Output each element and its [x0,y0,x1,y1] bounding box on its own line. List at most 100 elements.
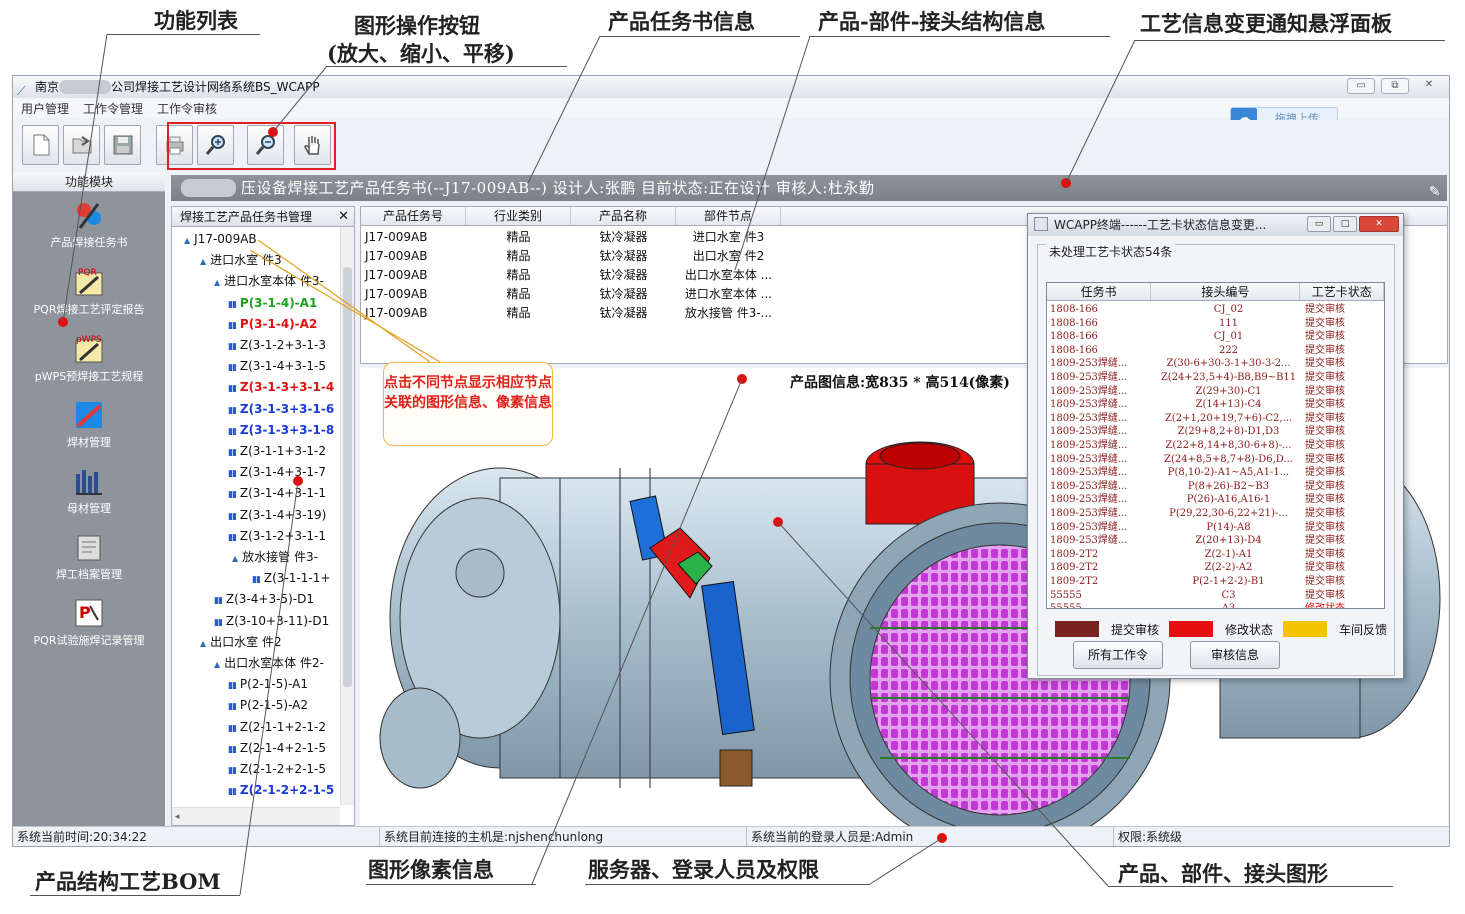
tree-node[interactable]: ▮▮Z(3-1-3+3-1-6 [228,399,334,419]
float-table-row[interactable]: 1809-253焊缝...Z(30-6+30-3-1+30-3-2...提交审核 [1047,357,1384,371]
nav-item-welding-material[interactable]: 焊材管理 [13,398,165,450]
tree-node[interactable]: ▲出口水室 件2 [200,632,282,652]
new-document-icon [33,134,49,156]
tree-node[interactable]: ▲出口水室本体 件2- [214,653,324,673]
menu-work-order-management[interactable]: 工作令管理 [83,101,144,116]
save-button[interactable] [104,125,141,165]
open-button[interactable] [63,125,100,165]
float-cell: 55555 [1050,589,1082,601]
settings-icon[interactable]: ✎ [1428,184,1441,200]
tree-node[interactable]: ▮▮Z(3-1-2+3-1-3 [228,335,326,355]
close-button[interactable]: ✕ [1424,79,1434,90]
tree-node[interactable]: ▮▮Z(2-1-2+2-1-5 [228,759,326,779]
grid-header-cell[interactable]: 产品名称 [571,207,676,225]
float-close-button[interactable]: ✕ [1359,216,1399,232]
tree-node[interactable]: ▲放水接管 件3- [232,547,318,567]
nav-item-pqr-report[interactable]: PQR PQR焊接工艺评定报告 [13,265,165,317]
print-button[interactable] [156,125,193,165]
status-bar: 系统当前时间:20:34:22 系统目前连接的主机是:njshenchunlon… [13,826,1449,846]
float-table-row[interactable]: 1809-253焊缝...Z(2+1,20+19,7+6)-C2,...提交审核 [1047,412,1384,426]
tree-node[interactable]: ▮▮Z(3-1-3+3-1-8 [228,420,334,440]
nav-item-welder-file[interactable]: 焊工档案管理 [13,530,165,582]
tree-node[interactable]: ▮▮Z(3-1-1-1+ [252,568,330,588]
tree-node[interactable]: ▮▮Z(3-1-2+3-1-1 [228,526,326,546]
review-info-button[interactable]: 审核信息 [1190,641,1280,669]
tree-node[interactable]: ▮▮Z(3-1-4+3-19) [228,505,326,525]
pqr-test-record-icon: P [72,596,106,630]
grid-header-cell[interactable]: 行业类别 [466,207,571,225]
tree-node[interactable]: ▮▮P(2-1-5)-A1 [228,674,308,694]
maximize-button[interactable]: ⧉ [1381,78,1409,94]
tree-node[interactable]: ▮▮Z(3-1-4+3-1-1 [228,483,326,503]
tree-node[interactable]: ▮▮Z(2-1-1+2-1-2 [228,717,326,737]
scroll-thumb[interactable] [343,267,352,687]
nav-item-base-material[interactable]: 母材管理 [13,464,165,516]
process-change-panel[interactable]: WCAPP终端------工艺卡状态信息变更... ▭ □ ✕ 未处理工艺卡状态… [1027,213,1404,679]
grid-header-cell[interactable]: 产品任务号 [361,207,466,225]
float-table-row[interactable]: 1809-253焊缝...P(8,10-2)-A1~A5,A1-1...提交审核 [1047,466,1384,480]
grid-cell: 精品 [506,268,531,282]
nav-item-product-task[interactable]: 产品焊接任务书 [13,198,165,250]
grid-header-cell[interactable]: 部件节点 [676,207,781,225]
all-work-orders-button[interactable]: 所有工作令 [1073,641,1163,669]
float-minimize-button[interactable]: ▭ [1307,216,1331,232]
float-table-row[interactable]: 1809-253焊缝...Z(24+8,5+8,7+8)-D6,D...提交审核 [1047,453,1384,467]
tree-close-icon[interactable]: ✕ [338,209,349,224]
tree-node[interactable]: ▮▮Z(3-1-1+3-1-2 [228,441,326,461]
tree-node[interactable]: ▮▮Z(3-10+3-11)-D1 [214,611,329,631]
tree-node[interactable]: ▮▮Z(2-1-2+2-1-5 [228,780,334,800]
minimize-button[interactable]: ▭ [1347,78,1375,94]
float-header-cell[interactable]: 接头编号 [1151,283,1301,300]
tree-node[interactable]: ▮▮Z(3-4+3-5)-D1 [214,589,314,609]
menu-work-order-review[interactable]: 工作令审核 [157,101,218,116]
new-button[interactable] [22,125,59,165]
float-table-row[interactable]: 1809-253焊缝...P(29,22,30-6,22+21)-...提交审核 [1047,507,1384,521]
tree-node[interactable]: ▮▮P(3-1-4)-A2 [228,314,317,334]
tree-horizontal-scrollbar[interactable]: ◂ [172,807,340,825]
float-cell: 1809-253焊缝... [1050,412,1128,424]
expand-node-icon: ▲ [214,278,221,288]
tree-node-label: P(3-1-4)-A1 [239,295,318,310]
float-header-cell[interactable]: 工艺卡状态 [1300,283,1384,300]
tree-node[interactable]: ▲进口水室本体 件3- [214,271,324,291]
tree-node[interactable]: ▮▮Z(3-1-3+3-1-4 [228,377,334,397]
tree-node[interactable]: ▮▮P(2-1-5)-A2 [228,695,308,715]
tree-node[interactable]: ▮▮Z(3-1-4+3-1-5 [228,356,326,376]
float-cell: CJ_02 [1213,304,1244,315]
tree-node[interactable]: ▲J17-009AB [184,229,257,249]
float-maximize-button[interactable]: □ [1333,216,1357,232]
zoom-in-button[interactable] [197,125,234,165]
float-header-cell[interactable]: 任务书 [1047,283,1152,300]
tree-vertical-scrollbar[interactable] [340,227,354,805]
tree-node[interactable]: ▲进口水室 件3 [200,250,282,270]
nav-item-pqr-test-record[interactable]: P PQR试验施焊记录管理 [13,596,165,648]
menu-user-management[interactable]: 用户管理 [21,101,70,116]
nav-item-pwps[interactable]: pWPS pWPS预焊接工艺规程 [13,332,165,384]
float-table-row[interactable]: 1809-253焊缝...Z(22+8,14+8,30-6+8)-...提交审核 [1047,439,1384,453]
tree-node[interactable]: ▮▮Z(3-1-4+3-1-7 [228,462,326,482]
tree-node[interactable]: ▮▮Z(2-1-4+2-1-5 [228,738,326,758]
tree-node[interactable]: ▮▮P(3-1-4)-A1 [228,293,317,313]
